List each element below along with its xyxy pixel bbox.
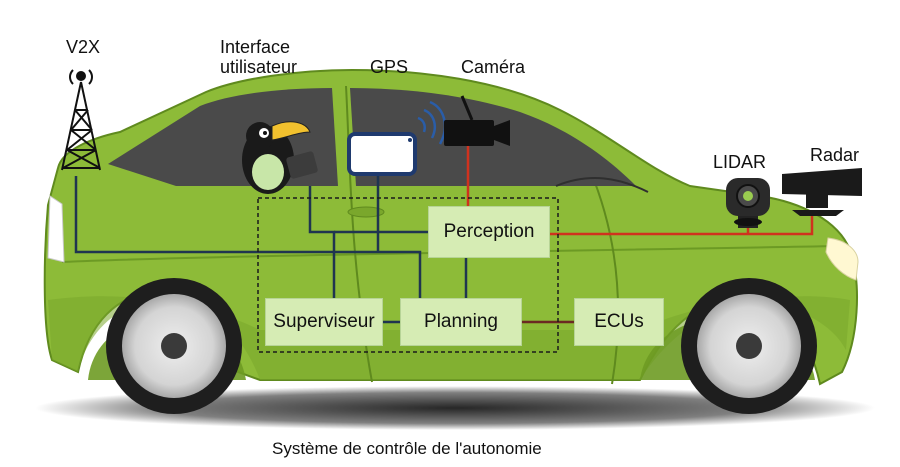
gps-screen-icon [347, 132, 417, 176]
autonomy-system-frame [257, 197, 559, 353]
lidar-icon [726, 178, 770, 228]
ecus-module: ECUs [574, 298, 664, 346]
antenna-tower-icon [61, 69, 101, 171]
front-wheel [681, 278, 817, 414]
perception-module: Perception [428, 206, 550, 258]
superviseur-module: Superviseur [265, 298, 383, 346]
v2x-label: V2X [66, 37, 101, 57]
headlight [825, 237, 859, 281]
gps-label: GPS [370, 57, 409, 77]
user-interface-label: Interface utilisateur [220, 37, 298, 77]
control-links [74, 170, 468, 324]
toucan-mascot-icon [242, 121, 318, 194]
wifi-signal-icon [417, 100, 447, 145]
rear-wheel [106, 278, 242, 414]
rear-light [47, 195, 65, 263]
planning-module: Planning [400, 298, 522, 346]
radar-icon [782, 168, 862, 216]
radar-label: Radar [810, 145, 860, 165]
diagram-caption: Système de contrôle de l'autonomie [272, 439, 542, 458]
lidar-label: LIDAR [713, 152, 767, 172]
camera-label: Caméra [461, 57, 526, 77]
car-shadow [35, 386, 875, 430]
camera-icon [444, 95, 510, 146]
